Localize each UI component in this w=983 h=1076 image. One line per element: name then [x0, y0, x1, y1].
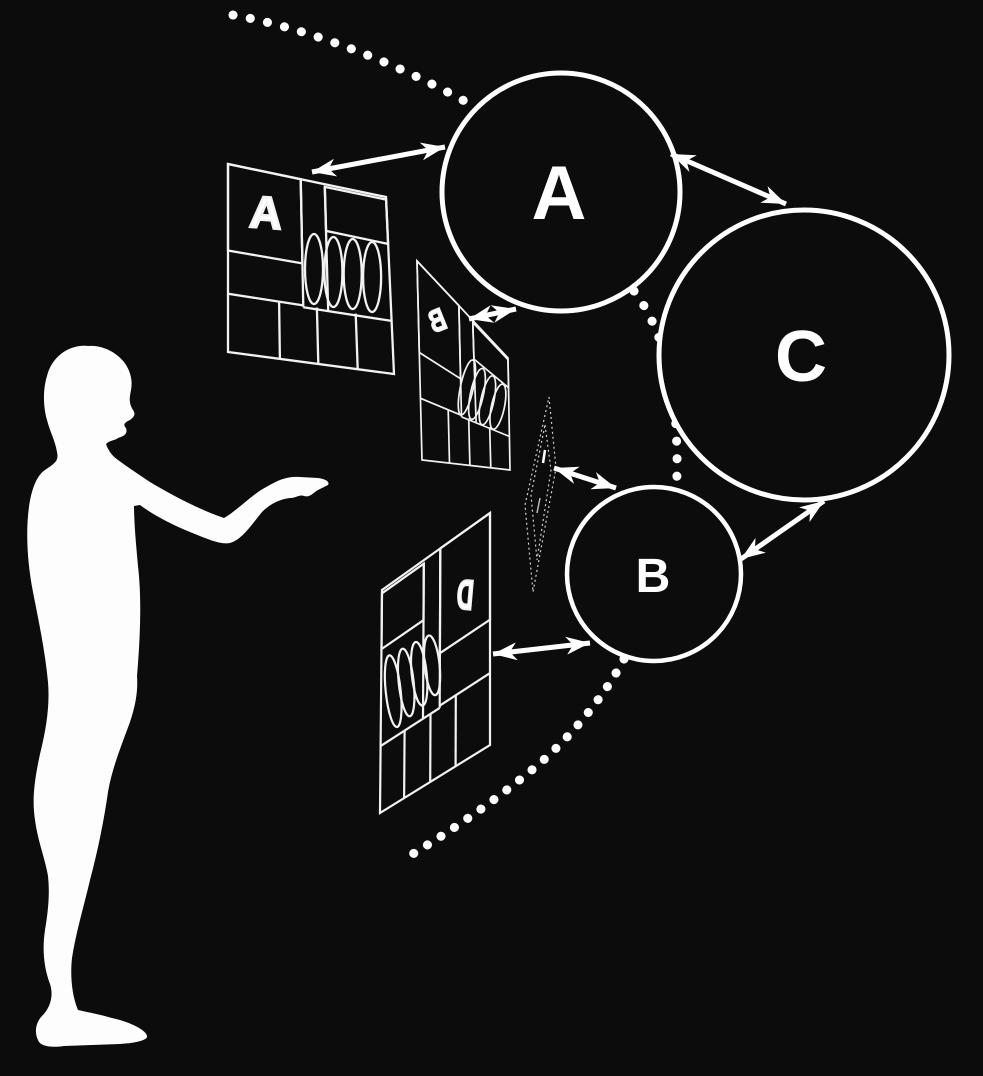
edge-panel-inner — [530, 424, 552, 561]
panel-a-top-right-box — [323, 185, 390, 246]
node-c-label: C — [775, 317, 827, 397]
edge-panel-outline — [524, 396, 557, 593]
node-a-label: A — [532, 151, 587, 236]
arrow-edge-panel-to-node-b — [553, 465, 617, 491]
node-circle-b — [564, 484, 744, 664]
arrow-panel-b-to-node-a — [468, 305, 517, 323]
panel-b-col-1 — [447, 409, 451, 464]
person-silhouette — [27, 345, 329, 1047]
panel-a-divider-1 — [299, 179, 305, 308]
panel-a-col-3 — [354, 313, 359, 370]
panel-b-outline — [416, 258, 511, 471]
node-circles: A C B — [439, 70, 952, 664]
panel-b-hline-1 — [420, 397, 462, 417]
panel-d-outline — [378, 510, 492, 815]
panel-a-label: A — [248, 186, 284, 239]
dotted-loop — [228, 10, 682, 866]
panel-d-top-left-box — [380, 561, 425, 652]
edge-panel-mark-2 — [536, 497, 541, 514]
panel-b-divider-1 — [458, 305, 463, 417]
panel-a-oval-3 — [342, 237, 363, 311]
node-circle-c — [656, 207, 952, 503]
panel-d-oval-1 — [422, 634, 442, 697]
dotted-arc-middle — [629, 286, 682, 499]
person-pointing-silhouette-icon — [27, 345, 329, 1047]
dotted-arc-top — [228, 10, 473, 108]
node-b-label: B — [636, 550, 671, 603]
bidirectional-arrows — [311, 142, 826, 661]
panel-d-col-3 — [403, 730, 406, 799]
panel-a-oval-4 — [361, 240, 383, 314]
panel-b-oval-4 — [489, 383, 507, 431]
arrow-node-a-to-node-c — [670, 151, 787, 207]
screen-panel-d: D — [378, 510, 492, 815]
panel-a-outline — [226, 162, 396, 376]
panel-b-col-3 — [488, 427, 492, 468]
panel-d-oval-4 — [383, 654, 403, 729]
arrow-panel-a-to-node-a — [311, 142, 446, 177]
panel-d-hline-1 — [439, 672, 491, 707]
dotted-arc-bottom — [396, 654, 629, 866]
panel-a-oval-1 — [303, 232, 325, 306]
panel-a-col-2 — [315, 307, 320, 365]
panel-a-col-1 — [277, 301, 282, 359]
panel-b-oval-2 — [467, 367, 487, 421]
panel-b-label: B — [423, 302, 451, 340]
panel-b-col-2 — [467, 418, 471, 466]
edge-panel-mark-1 — [541, 449, 547, 464]
screen-panel-a: A — [226, 162, 396, 376]
screen-panel-edge-on — [524, 396, 557, 593]
arrow-panel-d-to-node-b — [492, 636, 591, 661]
panel-a-oval-2 — [323, 235, 344, 309]
panel-a-hline-1 — [227, 292, 304, 307]
panel-d-label: D — [455, 571, 476, 619]
panel-d-oval-3 — [396, 647, 416, 718]
panel-b-oval-3 — [478, 374, 497, 426]
panel-b-top-right-box — [471, 320, 510, 390]
arrow-node-c-to-node-b — [739, 498, 826, 562]
